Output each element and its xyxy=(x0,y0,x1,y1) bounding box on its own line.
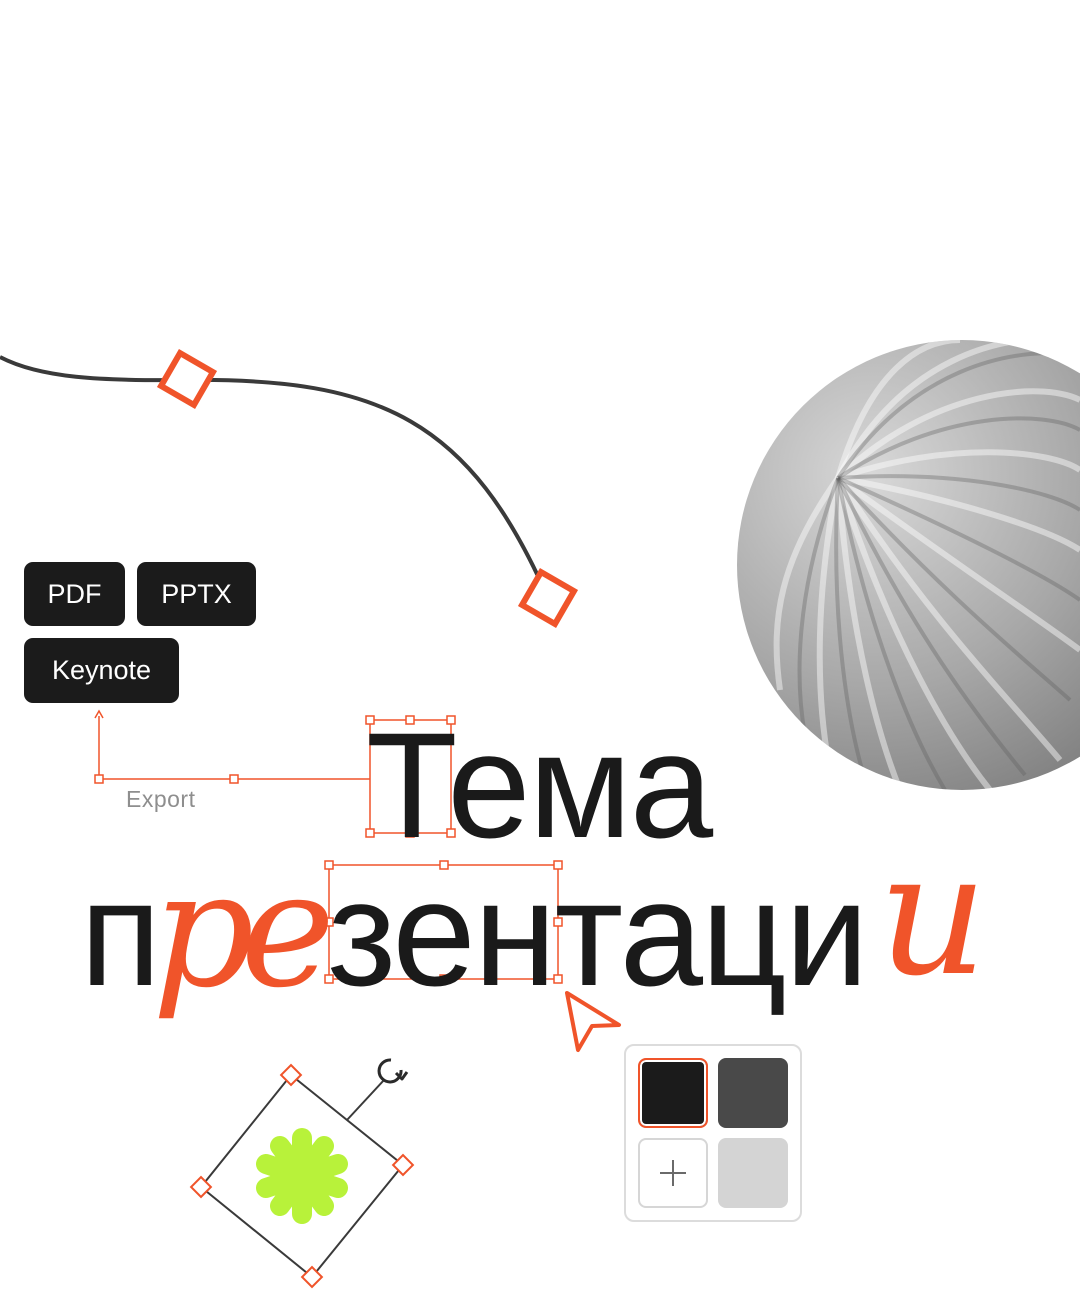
rotate-icon[interactable] xyxy=(377,1058,409,1084)
curve-handle-top[interactable] xyxy=(156,348,218,410)
selection-box-word[interactable] xyxy=(324,860,563,984)
export-connector xyxy=(94,709,370,784)
export-pdf-button[interactable]: PDF xyxy=(24,562,125,626)
title-script-part: ре xyxy=(152,836,335,1023)
swatch-dark-gray[interactable] xyxy=(718,1058,788,1128)
title-script-end: и xyxy=(878,816,988,1014)
add-swatch-button[interactable] xyxy=(638,1138,708,1208)
sphere-image xyxy=(737,340,1080,790)
title-line2-middle: зентаци xyxy=(327,849,868,1017)
title-line2-start: п xyxy=(80,849,161,1017)
curve-handle-end[interactable] xyxy=(517,567,579,629)
export-pptx-button[interactable]: PPTX xyxy=(137,562,256,626)
rotated-shape-selection[interactable] xyxy=(189,1063,415,1289)
color-swatch-panel xyxy=(624,1044,802,1222)
export-keynote-button[interactable]: Keynote xyxy=(24,638,179,703)
asterisk-icon xyxy=(256,1128,348,1224)
selection-box-letter[interactable] xyxy=(365,715,456,838)
title-line-1: Тема xyxy=(366,701,713,869)
bezier-curve[interactable] xyxy=(0,355,550,599)
export-label: Export xyxy=(126,786,196,812)
swatch-black[interactable] xyxy=(638,1058,708,1128)
plus-icon xyxy=(660,1160,686,1186)
swatch-light-gray[interactable] xyxy=(718,1138,788,1208)
cursor-arrow-icon xyxy=(565,991,621,1052)
